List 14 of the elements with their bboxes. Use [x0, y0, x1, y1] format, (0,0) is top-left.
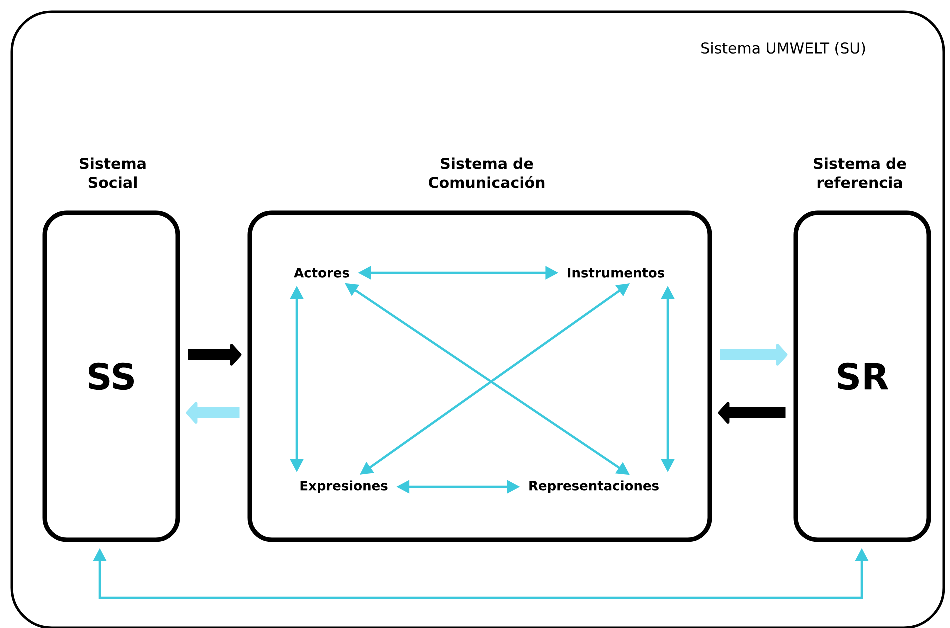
block-arrow [186, 402, 240, 424]
frame-title: Sistema UMWELT (SU) [702, 42, 866, 56]
box-heading: Sistema de referencia [814, 158, 906, 188]
system-box: SS [42, 210, 180, 542]
block-arrow [720, 344, 788, 366]
element-label: Representaciones [530, 480, 659, 494]
system-frame [10, 10, 946, 628]
box-heading: Sistema Social [80, 158, 146, 188]
box-heading: Sistema de Comunicación [429, 158, 545, 188]
element-label: Instrumentos [568, 268, 664, 278]
element-label: Expresiones [300, 480, 388, 494]
element-label: Actores [294, 268, 350, 278]
system-box: SR [794, 210, 932, 542]
block-arrow [718, 402, 786, 424]
